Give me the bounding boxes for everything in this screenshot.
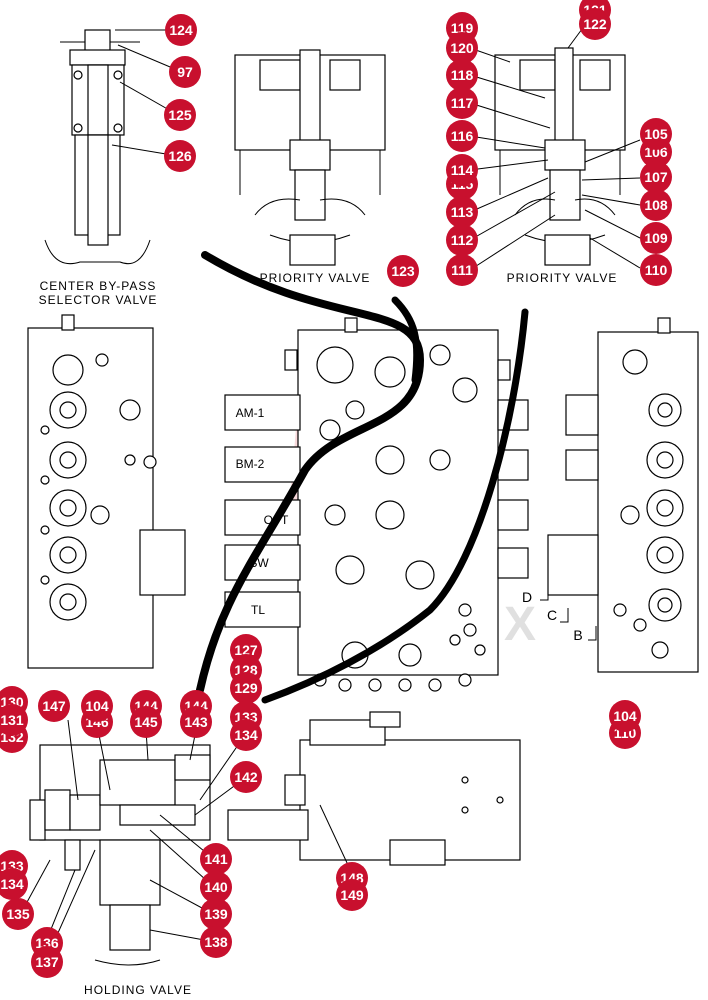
callout-120: 120	[446, 32, 478, 64]
holding-valve: HOLDING VALVE	[19, 719, 246, 997]
view-label-b: B	[573, 627, 582, 643]
callout-141: 141	[200, 843, 232, 875]
callout-126: 126	[164, 140, 196, 172]
svg-text:108: 108	[644, 197, 668, 213]
callout-142: 142	[230, 761, 262, 793]
callout-116: 116	[446, 120, 478, 152]
svg-text:143: 143	[184, 714, 208, 730]
front-view-center: AM-1 BM-2 OPT SW TL	[224, 317, 529, 692]
svg-text:141: 141	[204, 851, 228, 867]
svg-text:126: 126	[168, 148, 192, 164]
connector-curves	[196, 251, 529, 704]
priority-valve-left: PRIORITY VALVE	[234, 49, 386, 285]
svg-text:110: 110	[645, 262, 668, 278]
caption-priority-left: PRIORITY VALVE	[260, 271, 371, 285]
callout-123: 123	[387, 255, 419, 287]
callout-111: 111	[446, 254, 478, 286]
svg-text:138: 138	[204, 934, 228, 950]
svg-text:104: 104	[613, 708, 637, 724]
callout-131: 131	[0, 704, 28, 736]
callout-145: 145	[130, 706, 162, 738]
svg-text:124: 124	[169, 22, 193, 38]
callout-147: 147	[38, 690, 70, 722]
svg-text:140: 140	[204, 879, 228, 895]
callout-114: 114	[446, 154, 478, 186]
svg-text:135: 135	[6, 906, 30, 922]
svg-text:118: 118	[451, 67, 474, 83]
callout-110: 110	[640, 254, 672, 286]
view-label-c: C	[547, 607, 557, 623]
bypass-selector-valve: CENTER BY-PASS SELECTOR VALVE	[39, 29, 183, 307]
svg-text:117: 117	[451, 95, 474, 111]
caption-holding: HOLDING VALVE	[84, 983, 192, 997]
callout-124-top: 124	[165, 14, 197, 46]
side-view-left	[27, 314, 186, 669]
svg-text:145: 145	[134, 714, 158, 730]
callout-134-b: 134	[0, 868, 28, 900]
callout-97: 97	[169, 56, 201, 88]
side-view-right	[547, 317, 699, 673]
svg-text:134: 134	[234, 727, 258, 743]
top-view-bottom	[227, 711, 521, 881]
svg-text:125: 125	[168, 107, 192, 123]
svg-text:142: 142	[234, 769, 258, 785]
caption-bypass-line2: SELECTOR VALVE	[39, 293, 158, 307]
section-label-bm2: BM-2	[236, 457, 265, 471]
callout-112: 112	[446, 224, 478, 256]
callout-135: 135	[2, 898, 34, 930]
svg-text:123: 123	[391, 263, 415, 279]
callout-105: 105	[640, 118, 672, 150]
callout-108: 108	[640, 189, 672, 221]
svg-text:112: 112	[451, 232, 474, 248]
section-label-tl: TL	[251, 603, 265, 617]
callout-129: 129	[230, 672, 262, 704]
callout-122: 122	[579, 8, 611, 40]
svg-text:136: 136	[35, 935, 59, 951]
svg-text:119: 119	[451, 20, 474, 36]
svg-text:113: 113	[451, 204, 474, 220]
callout-138: 138	[200, 926, 232, 958]
section-label-am1: AM-1	[236, 406, 265, 420]
callout-137: 137	[31, 946, 63, 978]
svg-text:111: 111	[451, 262, 473, 278]
callout-134-a: 134	[230, 719, 262, 751]
caption-priority-right: PRIORITY VALVE	[507, 271, 618, 285]
svg-text:147: 147	[42, 698, 66, 714]
svg-text:120: 120	[450, 40, 474, 56]
svg-text:149: 149	[340, 887, 364, 903]
caption-bypass-line1: CENTER BY-PASS	[40, 279, 157, 293]
callout-139: 139	[200, 898, 232, 930]
svg-text:137: 137	[35, 954, 59, 970]
svg-text:105: 105	[644, 126, 668, 142]
callout-107: 107	[640, 161, 672, 193]
callout-149: 149	[336, 879, 368, 911]
callout-104-right: 104	[609, 700, 641, 732]
view-label-d: D	[522, 589, 532, 605]
callout-104-left: 104	[81, 690, 113, 722]
svg-text:107: 107	[644, 169, 668, 185]
svg-text:116: 116	[451, 128, 474, 144]
callout-113: 113	[446, 196, 478, 228]
svg-text:122: 122	[583, 16, 607, 32]
callout-140: 140	[200, 871, 232, 903]
callout-143: 143	[180, 706, 212, 738]
svg-text:97: 97	[177, 64, 193, 80]
callout-125: 125	[164, 99, 196, 131]
svg-text:114: 114	[451, 162, 474, 178]
priority-valve-right: PRIORITY VALVE	[469, 24, 641, 285]
svg-text:127: 127	[234, 642, 258, 658]
svg-text:129: 129	[234, 680, 258, 696]
callout-118: 118	[446, 59, 478, 91]
callout-109: 109	[640, 222, 672, 254]
svg-text:131: 131	[0, 712, 24, 728]
callouts: 124 97 125 126 123 119 120 118 117 116 1…	[0, 0, 672, 978]
svg-text:139: 139	[204, 906, 228, 922]
callout-117: 117	[446, 87, 478, 119]
svg-text:134: 134	[0, 876, 24, 892]
svg-text:104: 104	[85, 698, 109, 714]
svg-text:109: 109	[644, 230, 668, 246]
